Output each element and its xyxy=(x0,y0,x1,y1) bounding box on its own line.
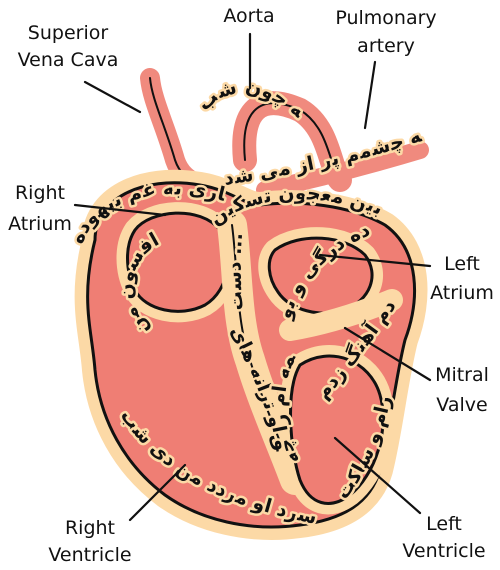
left-ventricle-chamber xyxy=(279,345,395,515)
label-left-atrium-line2: Atrium xyxy=(430,282,494,304)
leader-svc xyxy=(83,80,142,114)
superior-vena-cava-vessel xyxy=(140,68,208,195)
label-pulmonary-line1: Pulmonary xyxy=(335,7,436,29)
aorta-arch xyxy=(232,91,352,192)
label-mitral-line2: Valve xyxy=(436,394,487,416)
label-right-ventricle-line2: Ventricle xyxy=(48,544,131,566)
label-pulmonary-line2: artery xyxy=(357,35,415,57)
label-left-ventricle-line2: Ventricle xyxy=(402,540,485,562)
right-atrium-chamber xyxy=(116,202,240,323)
label-left-ventricle-line1: Left xyxy=(426,513,462,535)
leader-pulmonary xyxy=(363,60,377,130)
leader-mitral xyxy=(343,326,432,382)
label-right-atrium-line2: Atrium xyxy=(8,213,72,235)
label-svc-line1: Superior xyxy=(28,22,109,44)
label-aorta: Aorta xyxy=(223,5,274,27)
label-svc-line2: Vena Cava xyxy=(18,49,119,71)
leader-right-ventricle xyxy=(128,463,187,522)
leader-left-ventricle xyxy=(333,436,422,515)
septum-divider xyxy=(217,210,310,495)
label-right-atrium-line1: Right xyxy=(15,182,65,204)
label-left-atrium-line1: Left xyxy=(444,253,480,275)
leader-right-atrium xyxy=(73,203,167,217)
labels: Superior Vena Cava Aorta Pulmonary arter… xyxy=(8,5,494,566)
label-right-ventricle-line1: Right xyxy=(65,517,115,539)
leader-lines xyxy=(73,32,432,522)
label-mitral-line1: Mitral xyxy=(435,364,489,386)
mitral-valve-band xyxy=(279,289,403,341)
leader-left-atrium xyxy=(318,253,432,268)
pulmonary-artery-vessel xyxy=(256,141,429,199)
